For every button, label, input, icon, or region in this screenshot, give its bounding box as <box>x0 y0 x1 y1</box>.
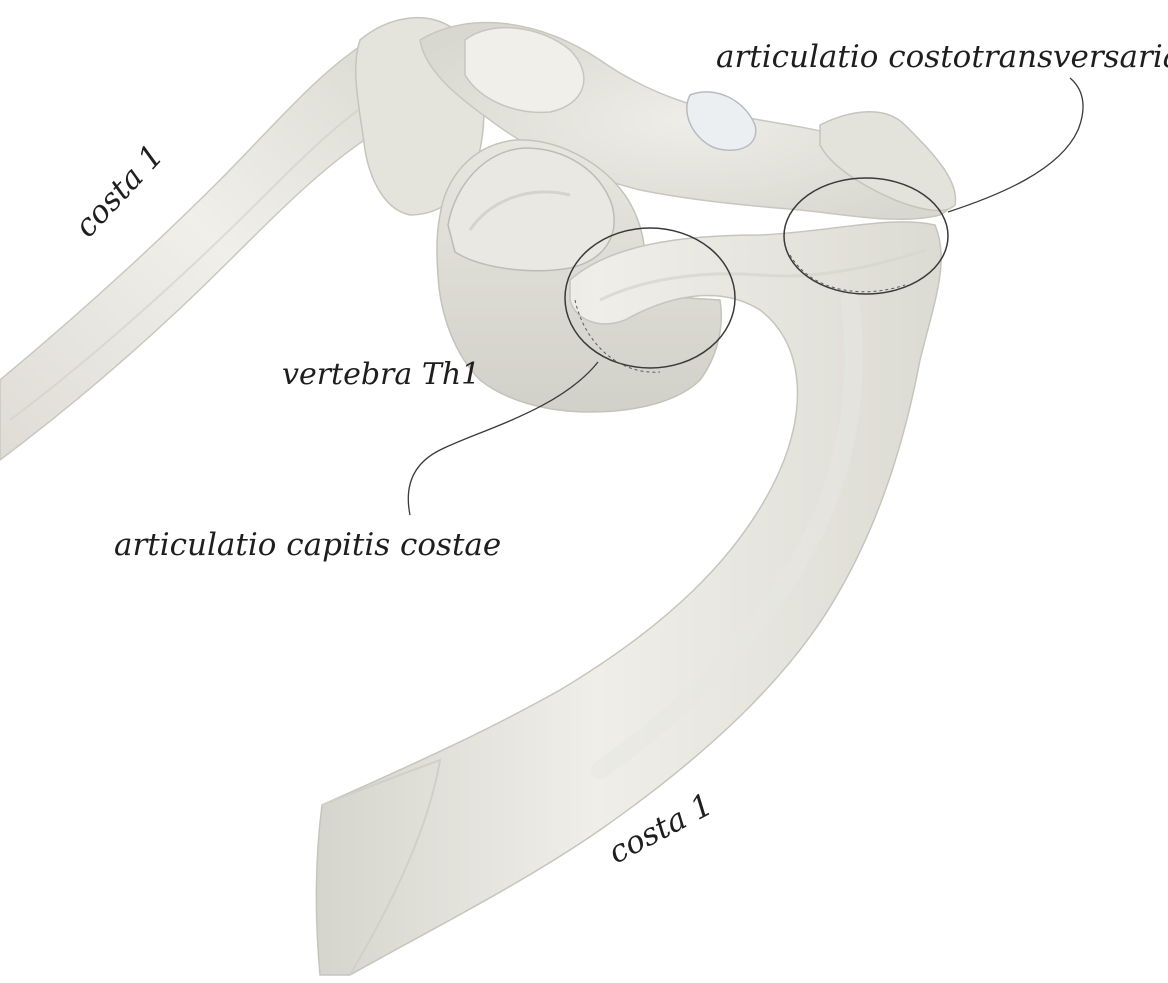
articulatio-capitis-label: articulatio capitis costae <box>114 530 501 561</box>
costotrans-leader-line <box>948 78 1083 212</box>
vertebra-label: vertebra Th1 <box>282 360 480 390</box>
articulatio-costotransversaria-label: articulatio costotransversaria <box>716 42 1168 73</box>
